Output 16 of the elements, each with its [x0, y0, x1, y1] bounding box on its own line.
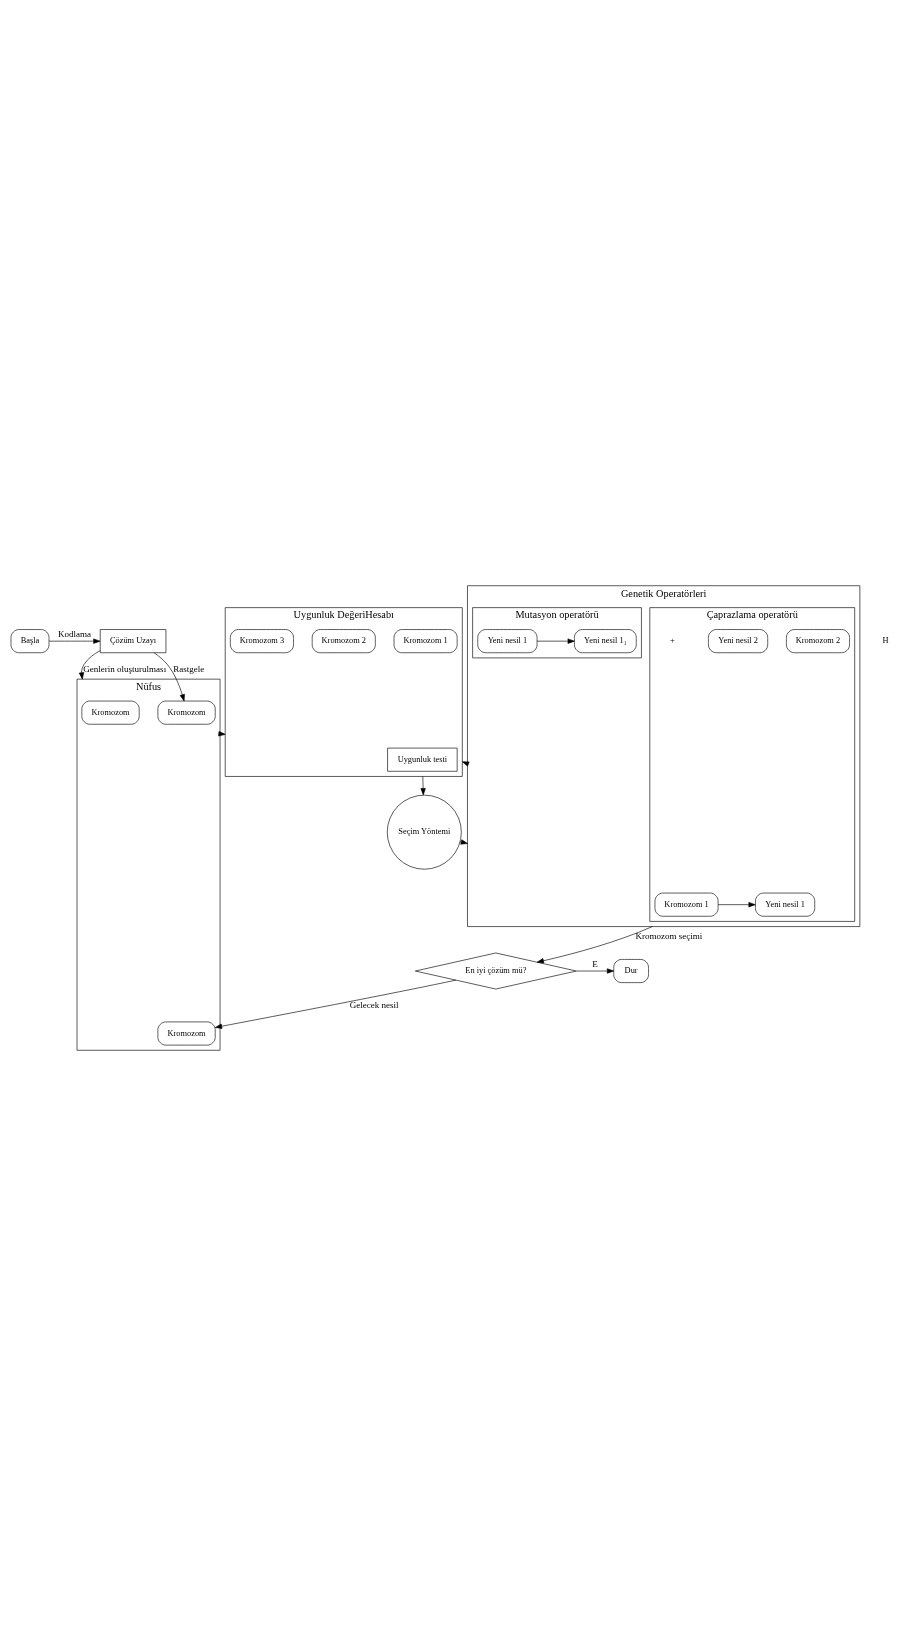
edge-label: Gelecek nesil [349, 999, 399, 1010]
arrow [153, 651, 185, 701]
arrow [215, 979, 457, 1029]
arrow [459, 838, 468, 844]
edge-label: Genlerin oluşturulması [83, 663, 167, 674]
arrow [717, 901, 756, 907]
edge-label: Rastgele [173, 663, 205, 674]
arrow [420, 775, 426, 795]
edge-label: E [592, 958, 598, 969]
arrow [576, 967, 615, 974]
arrow [536, 925, 653, 963]
arrow [48, 638, 101, 644]
edge-label: Kromozom seçimi [635, 930, 703, 941]
edge-label: Kodlama [58, 628, 92, 639]
arrow [78, 649, 101, 679]
arrow [536, 638, 575, 644]
